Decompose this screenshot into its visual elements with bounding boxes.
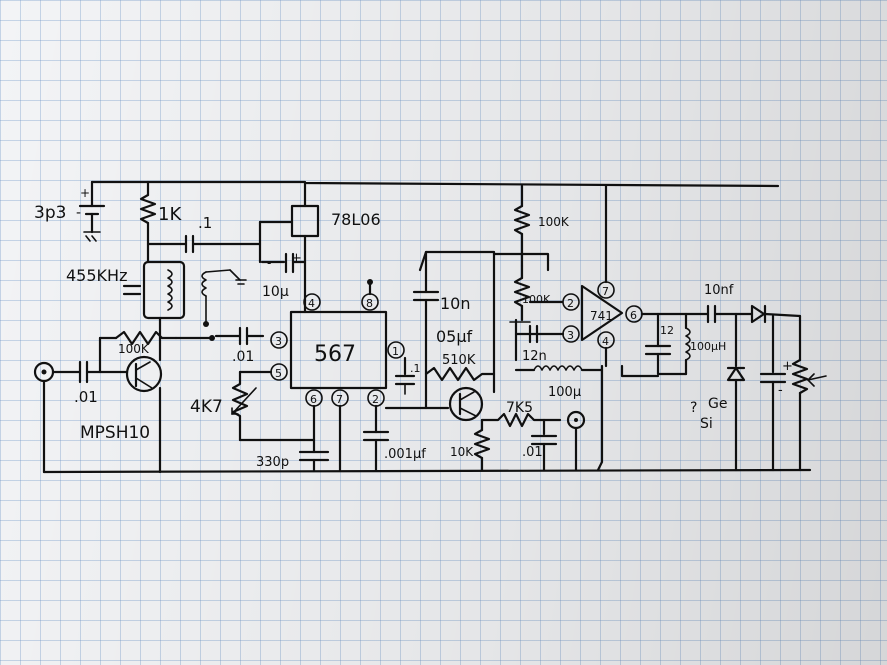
if-transformer-label: 455KHz [66, 266, 127, 285]
chip-567: 567 4 8 3 5 1 6 7 2 [270, 279, 405, 472]
cap-330p-label: 330p [256, 455, 289, 470]
battery-3p3: + - 3p3 [34, 180, 106, 242]
meter-detector: ? Ge Si + - [690, 304, 827, 472]
switch-transistor [448, 386, 484, 422]
cap-12-label: 12 [660, 324, 674, 337]
svg-text:2: 2 [372, 393, 379, 406]
ground-stubs [235, 279, 531, 323]
svg-text:1: 1 [392, 345, 399, 358]
svg-text:.1: .1 [410, 362, 421, 375]
opamp-triangle [580, 284, 624, 342]
transistor-label: MPSH10 [80, 423, 150, 443]
inductor-100uh-label: 100μH [690, 340, 726, 353]
svg-text:3: 3 [567, 329, 574, 342]
resistor-10k-label: 10K [450, 445, 474, 459]
cap-10n-label: 10n [440, 294, 471, 313]
chip-label: 567 [314, 342, 356, 367]
svg-text:Ge: Ge [708, 396, 727, 412]
svg-text:7: 7 [336, 393, 343, 406]
regulator-label: 78L06 [331, 210, 381, 229]
svg-text:5: 5 [275, 367, 282, 380]
svg-text:3: 3 [275, 335, 282, 348]
resistor-100k-mid-label: 100K [522, 293, 551, 306]
input-cap-label: .01 [74, 388, 98, 406]
inductor-100u-label: 100μ [548, 385, 581, 400]
svg-text:4: 4 [308, 297, 315, 310]
resistor-1k-label: 1K [158, 204, 182, 225]
front-end: 1K .1 455KHz 100K MPSH10 [33, 180, 265, 474]
svg-text:7: 7 [602, 285, 609, 298]
battery-minus-label: - [76, 205, 81, 221]
battery-plus-label: + [80, 186, 90, 200]
cap-001u-label: .001μf [384, 447, 426, 462]
svg-text:?: ? [690, 400, 697, 416]
opamp-741-stage: 100K 100K 741 2 3 7 4 6 12n 100μ 1 [492, 184, 734, 472]
svg-text:4: 4 [602, 335, 609, 348]
svg-text:2: 2 [567, 297, 574, 310]
svg-text:Si: Si [700, 416, 713, 432]
transistor-mpsh10 [125, 355, 163, 393]
chip-output-filters: .001μf .1 [362, 356, 426, 472]
resistor-100k-top-label: 100K [538, 215, 570, 229]
pot-label: 4K7 [190, 397, 223, 417]
cap-05u-label: 05μf [436, 327, 473, 346]
cap-12n-label: 12n [522, 349, 547, 364]
regulator-78l06: - + 78L06 10μ [258, 181, 381, 314]
cap-10nf-label: 10nf [704, 283, 734, 298]
opamp-label: 741 [590, 309, 613, 323]
cap-01-out-label: .01 [522, 445, 543, 460]
battery-label: 3p3 [34, 203, 66, 223]
svg-text:8: 8 [366, 297, 373, 310]
svg-text:+: + [291, 251, 302, 266]
cap-10u-label: 10μ [262, 284, 289, 300]
svg-text:6: 6 [630, 309, 637, 322]
timing-network: 4K7 330p [190, 370, 330, 473]
svg-text:6: 6 [310, 393, 317, 406]
cap-point1-label: .1 [198, 214, 212, 232]
svg-text:-: - [267, 256, 271, 270]
svg-text:-: - [778, 383, 783, 398]
svg-text:+: + [782, 359, 793, 374]
resistor-510k-label: 510K [442, 353, 476, 368]
detector-stage: 10n 05μf 510K 10K 7K5 .01 [384, 250, 586, 472]
bias-resistor-label: 100K [118, 342, 150, 356]
pin3-cap-label: .01 [232, 349, 254, 365]
resistor-7k5-label: 7K5 [506, 400, 533, 416]
if-transformer-can [142, 260, 186, 320]
